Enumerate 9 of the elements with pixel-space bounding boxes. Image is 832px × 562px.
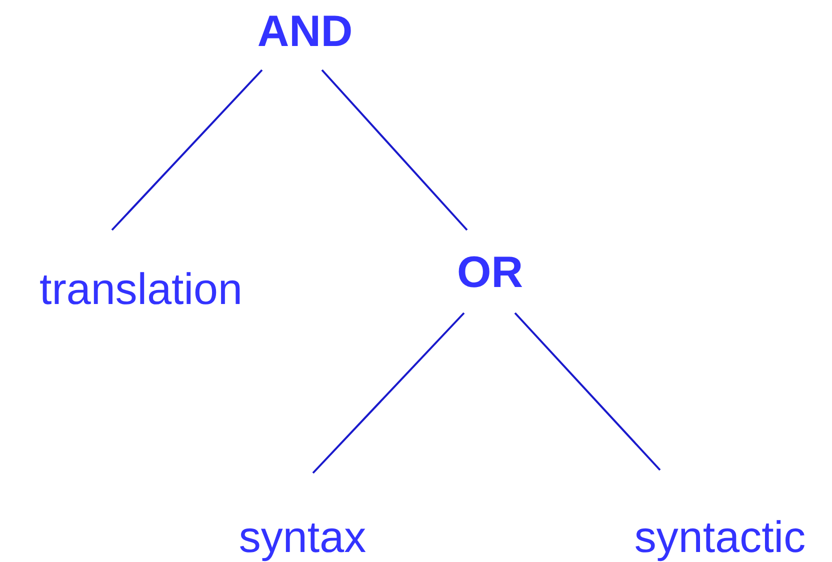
term-label: syntactic — [634, 516, 806, 560]
connector-line — [514, 312, 661, 471]
connector-line — [321, 69, 468, 231]
operator-label: AND — [257, 10, 353, 54]
operator-label: OR — [457, 251, 523, 295]
term-label: syntax — [238, 516, 366, 560]
connector-line — [312, 312, 465, 474]
term-label: translation — [39, 268, 242, 312]
connector-line — [111, 69, 263, 231]
